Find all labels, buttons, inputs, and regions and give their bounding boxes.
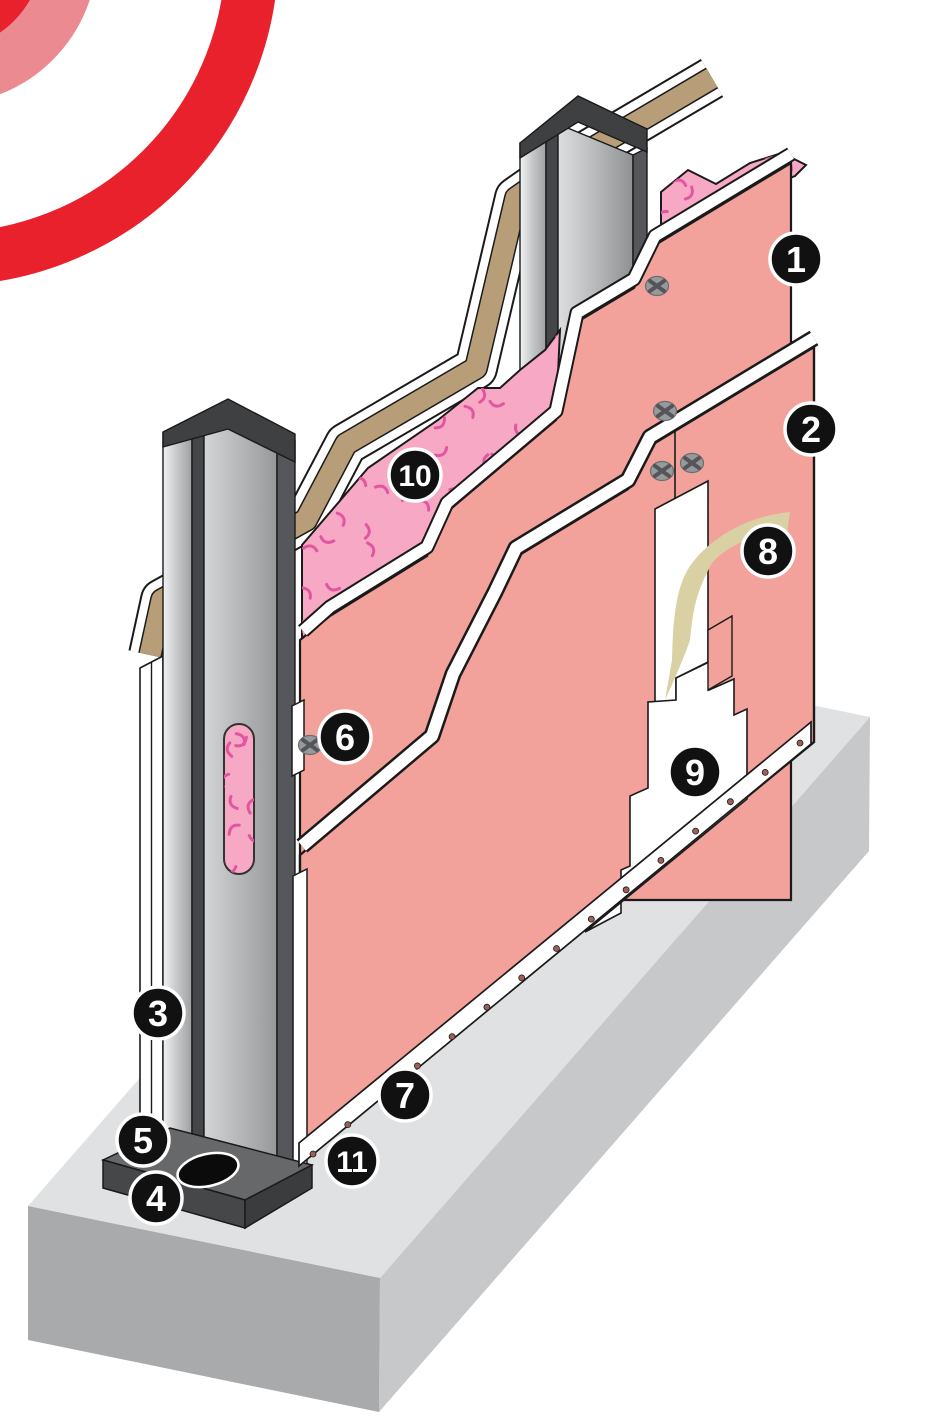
screw-icon (649, 460, 675, 482)
screw-icon (652, 400, 678, 422)
base-layer-edge-strip (298, 147, 795, 637)
track-anchor-hole (176, 1151, 240, 1189)
callout-number: 1 (786, 239, 806, 280)
callout-4: 4 (128, 1170, 184, 1226)
callout-number: 5 (133, 1120, 153, 1161)
callout-2: 2 (783, 401, 839, 457)
callout-11: 11 (324, 1133, 380, 1189)
callout-number: 2 (801, 409, 821, 450)
callout-markers: 1 2 3 4 5 6 7 8 9 10 11 (115, 231, 839, 1226)
panel-tab-over-skim (707, 614, 733, 692)
brand-bullseye-logo (0, 0, 275, 281)
callout-5: 5 (115, 1112, 171, 1168)
callout-number: 4 (146, 1178, 166, 1219)
steel-stud-front (162, 398, 296, 1173)
callout-number: 9 (685, 752, 705, 793)
callout-6: 6 (317, 709, 373, 765)
skim-coat-area (584, 660, 748, 933)
callout-1: 1 (768, 231, 824, 287)
callout-number: 11 (336, 1146, 368, 1179)
callout-number: 8 (758, 531, 778, 572)
joint-tape (665, 512, 790, 700)
callout-9: 9 (667, 744, 723, 800)
callout-number: 6 (335, 717, 355, 758)
callout-number: 7 (395, 1075, 415, 1116)
front-stud-top-cap (162, 398, 296, 464)
logo-inner-disc (0, 0, 31, 34)
back-stud-top-cap (519, 95, 648, 160)
callout-3: 3 (130, 985, 186, 1041)
screw-icon (297, 734, 323, 756)
screw-icon (644, 275, 670, 297)
callout-number: 10 (398, 460, 431, 493)
screw-icon (679, 452, 705, 474)
joint-treatment (584, 479, 790, 933)
front-stud-return (191, 412, 205, 1159)
face-layer-edge-strip (296, 330, 819, 853)
track-end-face (244, 1163, 313, 1230)
back-panel-edge-strips (139, 654, 164, 1148)
front-stud-flange (162, 418, 193, 1153)
base-layer-end-strip (291, 698, 305, 778)
slab-end-face (28, 1206, 380, 1412)
panel-screws (297, 275, 705, 756)
corner-bead (292, 867, 308, 1177)
callout-8: 8 (740, 523, 796, 579)
callout-7: 7 (377, 1067, 433, 1123)
callout-number: 3 (148, 993, 168, 1034)
callout-10: 10 (387, 447, 443, 503)
perforated-track-flange (298, 720, 812, 1168)
